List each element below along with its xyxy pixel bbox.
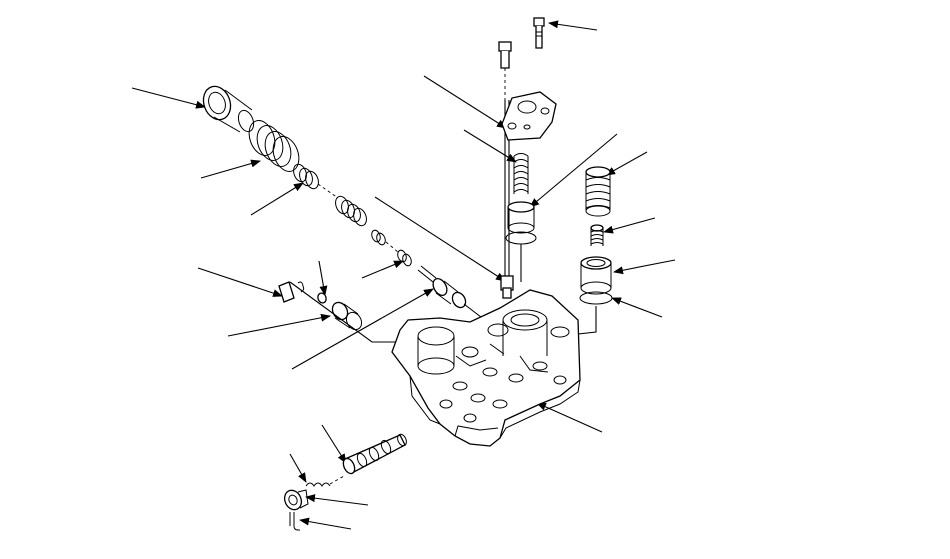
leader-retainer-clip <box>197 267 283 297</box>
leader-plug <box>227 313 331 337</box>
cover-plate <box>501 91 557 141</box>
end-plug <box>283 489 309 511</box>
left-assembly-guide <box>289 281 400 343</box>
retainer-clip <box>278 281 295 303</box>
leader-check-spring <box>318 260 328 296</box>
manual-valve <box>342 433 407 475</box>
leader-small-spring <box>361 260 404 279</box>
right-piston-spring <box>585 166 611 217</box>
right-sleeve <box>579 256 613 305</box>
leader-medium-spring <box>250 182 304 216</box>
plug <box>331 301 363 331</box>
lower-spring <box>305 475 345 487</box>
leader-manual-valve <box>321 424 347 464</box>
leader-large-spring <box>200 159 261 179</box>
callout-leaders <box>131 20 676 530</box>
leader-right-sleeve <box>613 259 676 275</box>
large-spring <box>248 120 300 172</box>
retaining-pin <box>289 512 300 531</box>
center-piston-with-ring <box>505 201 537 245</box>
valve-spool <box>417 265 491 325</box>
right-small-spring <box>590 224 604 246</box>
upper-spring <box>513 153 529 194</box>
small-spring <box>371 229 412 267</box>
leader-long-bolt <box>374 196 506 282</box>
leader-cover-plate <box>423 75 507 129</box>
leader-right-piston <box>605 151 648 176</box>
leader-right-small-spring <box>603 217 656 234</box>
leader-right-oring <box>611 297 663 318</box>
long-bolt <box>498 41 514 299</box>
leader-lower-spring <box>289 453 307 483</box>
medium-spring <box>293 163 367 227</box>
check-spring <box>297 281 327 304</box>
leader-valve-spool <box>291 288 434 370</box>
leader-top-bolt <box>548 20 598 31</box>
leader-valve-body <box>536 402 603 433</box>
leader-end-plug <box>305 494 369 506</box>
leader-upper-spring <box>463 129 517 163</box>
valve-body <box>391 289 581 447</box>
leader-pin <box>299 517 352 530</box>
top-bolt-small <box>533 17 545 49</box>
leader-accumulator-cup <box>131 87 206 109</box>
accumulator-cup <box>202 85 255 133</box>
leader-seal-ring <box>529 133 618 208</box>
